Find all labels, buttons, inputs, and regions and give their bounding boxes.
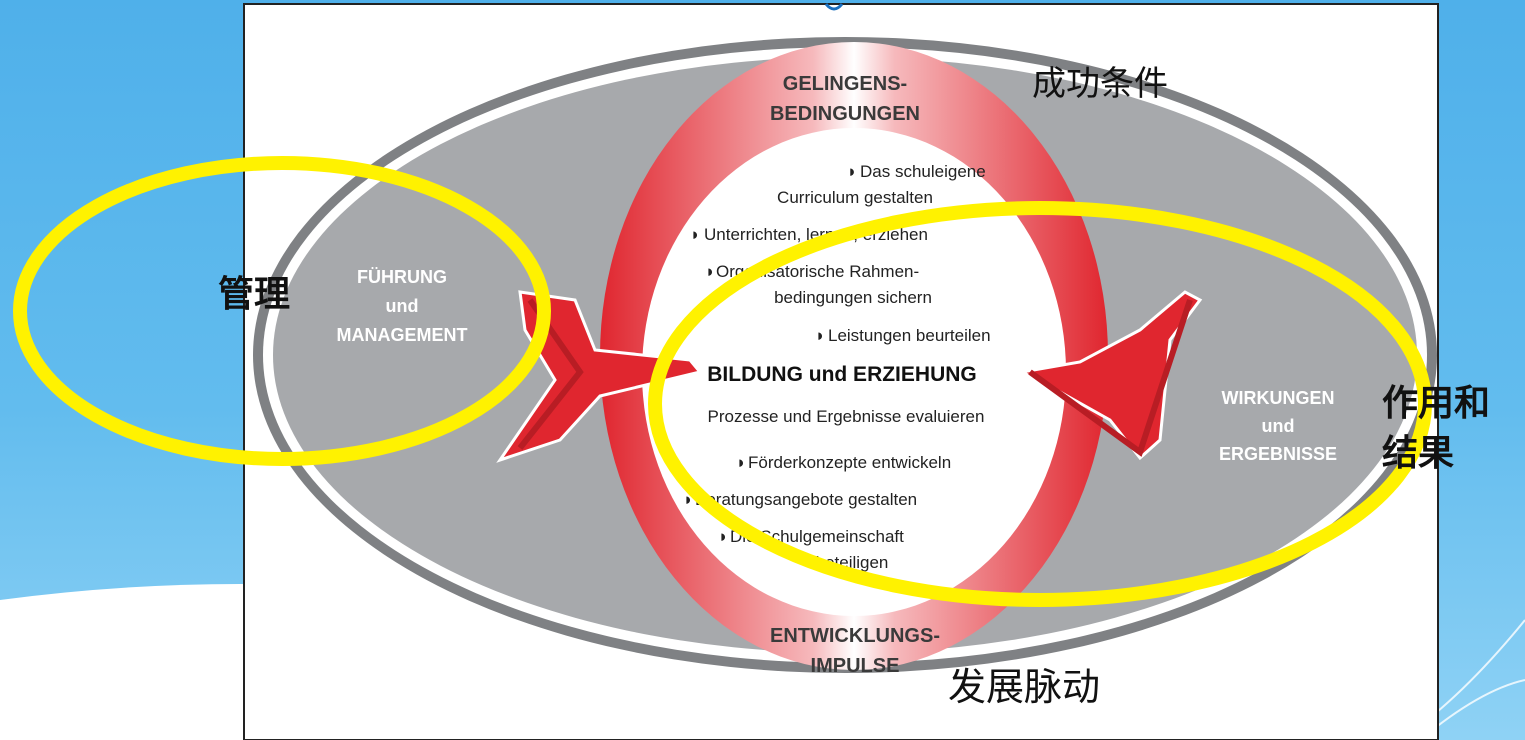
list-item-1b: Curriculum gestalten (777, 188, 933, 207)
list-item-6: Förderkonzepte entwickeln (748, 453, 951, 472)
annotation-top: 成功条件 (1032, 64, 1168, 104)
process-list: ◗ Das schuleigene Curriculum gestalten ◗… (683, 162, 991, 572)
top-marker-icon (824, 3, 844, 11)
top-header-line2: BEDINGUNGEN (770, 103, 920, 125)
right-arrow-brush (1017, 290, 1203, 461)
list-item-5: Prozesse und Ergebnisse evaluieren (708, 407, 985, 426)
right-highlight-ellipse (648, 201, 1432, 607)
list-item-bullet-1: ◗ (847, 162, 857, 181)
list-item-bullet-6: ◗ (736, 453, 746, 472)
list-item-4: Leistungen beurteilen (828, 326, 991, 345)
left-label-line2: und (386, 296, 419, 316)
list-item-7: Beratungsangebote gestalten (695, 490, 917, 509)
right-label-line1: WIRKUNGEN (1222, 388, 1335, 408)
inner-white-circle (642, 128, 1066, 616)
right-label-line3: ERGEBNISSE (1219, 444, 1337, 464)
annotation-right-line2: 结果 (1382, 432, 1454, 474)
bottom-header-line2: IMPULSE (811, 655, 900, 677)
left-highlight-ellipse (13, 156, 551, 466)
left-label-line1: FÜHRUNG (357, 267, 447, 287)
list-item-bullet-3: ◗ (705, 262, 715, 281)
center-title: BILDUNG und ERZIEHUNG (707, 363, 976, 386)
right-label-line2: und (1262, 416, 1295, 436)
list-item-1a: Das schuleigene (860, 162, 986, 181)
left-label-line3: MANAGEMENT (337, 325, 468, 345)
list-item-bullet-2: ◗ (690, 225, 700, 244)
annotation-left: 管理 (218, 273, 290, 315)
annotation-bottom: 发展脉动 (948, 665, 1100, 709)
list-item-3b: bedingungen sichern (774, 288, 932, 307)
top-header-line1: GELINGENS- (783, 73, 907, 95)
annotation-right-line1: 作用和 (1382, 382, 1490, 424)
list-item-bullet-7: ◗ (683, 490, 693, 509)
bottom-header-line1: ENTWICKLUNGS- (770, 625, 940, 647)
list-item-bullet-4: ◗ (815, 326, 825, 345)
list-item-bullet-8: ◗ (718, 527, 728, 546)
